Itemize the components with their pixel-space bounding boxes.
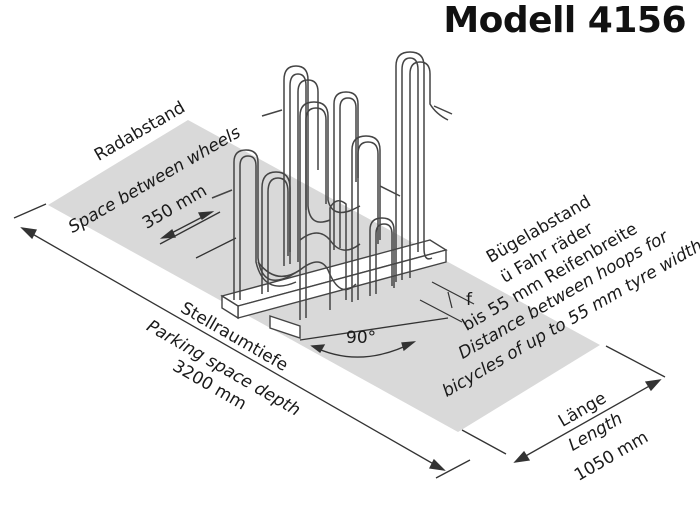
hoop-spacing-symbol: f	[466, 290, 472, 310]
length-dimension	[461, 345, 666, 463]
angle-arc	[299, 317, 449, 358]
wheelbase-dimension	[159, 211, 237, 259]
hoop-spacing-dimension	[419, 281, 475, 323]
model-title: Modell 4156	[443, 0, 686, 41]
depth-dimension	[13, 203, 471, 479]
angle-label: 90°	[346, 328, 377, 348]
rack-hoops	[211, 51, 453, 320]
